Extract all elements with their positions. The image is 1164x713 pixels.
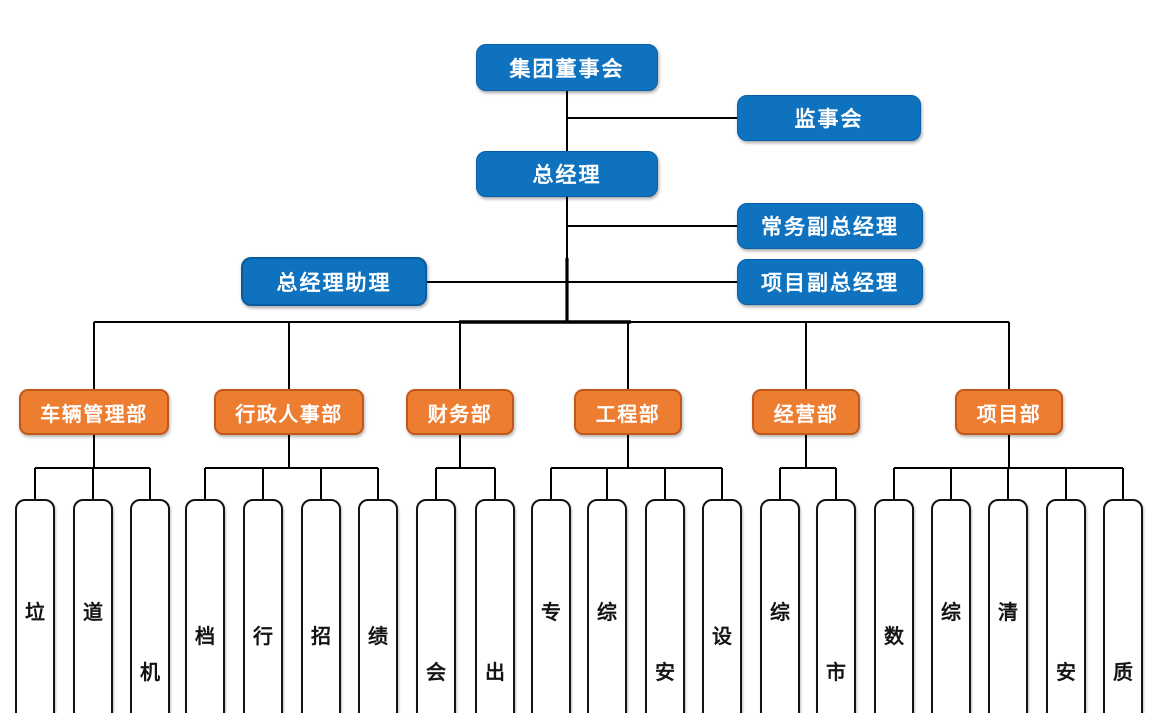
- pos-cashier: 出纳岗: [475, 499, 515, 713]
- org-node-general-manager: 总经理: [476, 151, 658, 197]
- department-bus: [93, 320, 1010, 389]
- org-node-gm-assistant: 总经理助理: [241, 257, 427, 306]
- dept-vehicle-management: 车辆管理部: [19, 389, 169, 435]
- dept3-position-connectors: [435, 435, 496, 499]
- org-node-supervisory-board: 监事会: [737, 95, 921, 141]
- pos-archives-management: 档案管理: [185, 499, 225, 713]
- pos-general-mgmt-eng: 综合管理岗: [587, 499, 627, 713]
- pos-general-mgmt-proj: 综合管理岗: [931, 499, 971, 713]
- dept5-position-connectors: [779, 435, 837, 499]
- pos-mobile-duty: 机动岗: [130, 499, 170, 713]
- pos-recruit-training: 招聘培训: [301, 499, 341, 713]
- pos-safety-quality: 安质岗: [645, 499, 685, 713]
- dept-engineering: 工程部: [574, 389, 682, 435]
- dept2-position-connectors: [204, 435, 379, 499]
- org-node-executive-deputy-gm: 常务副总经理: [737, 203, 923, 249]
- dept-finance: 财务部: [406, 389, 514, 435]
- dept1-position-connectors: [34, 435, 151, 499]
- pos-equipment-mgmt: 设备管理: [702, 499, 742, 713]
- pos-digitalization: 数字化岗: [874, 499, 914, 713]
- pos-quality-inspection: 质检岗: [1103, 499, 1143, 713]
- pos-admin-management: 行政管理: [243, 499, 283, 713]
- pos-cleaning: 清扫保洁岗: [988, 499, 1028, 713]
- pos-general-mgmt-biz: 综合管理岗: [760, 499, 800, 713]
- dept6-position-connectors: [893, 435, 1124, 499]
- org-node-board: 集团董事会: [476, 44, 658, 91]
- pos-road-maintenance: 道路维护岗: [73, 499, 113, 713]
- pos-safety: 安全岗: [1046, 499, 1086, 713]
- dept-project: 项目部: [955, 389, 1063, 435]
- spine-connectors: [427, 91, 737, 322]
- pos-professional-engineer: 专业工程师: [531, 499, 571, 713]
- dept-business: 经营部: [752, 389, 860, 435]
- pos-market: 市场部: [816, 499, 856, 713]
- pos-garbage-collection: 垃圾清运岗: [15, 499, 55, 713]
- pos-performance-payroll: 绩效薪酬: [358, 499, 398, 713]
- dept-admin-hr: 行政人事部: [214, 389, 364, 435]
- org-node-project-deputy-gm: 项目副总经理: [737, 259, 923, 305]
- dept4-position-connectors: [550, 435, 723, 499]
- pos-accounting: 会计岗: [416, 499, 456, 713]
